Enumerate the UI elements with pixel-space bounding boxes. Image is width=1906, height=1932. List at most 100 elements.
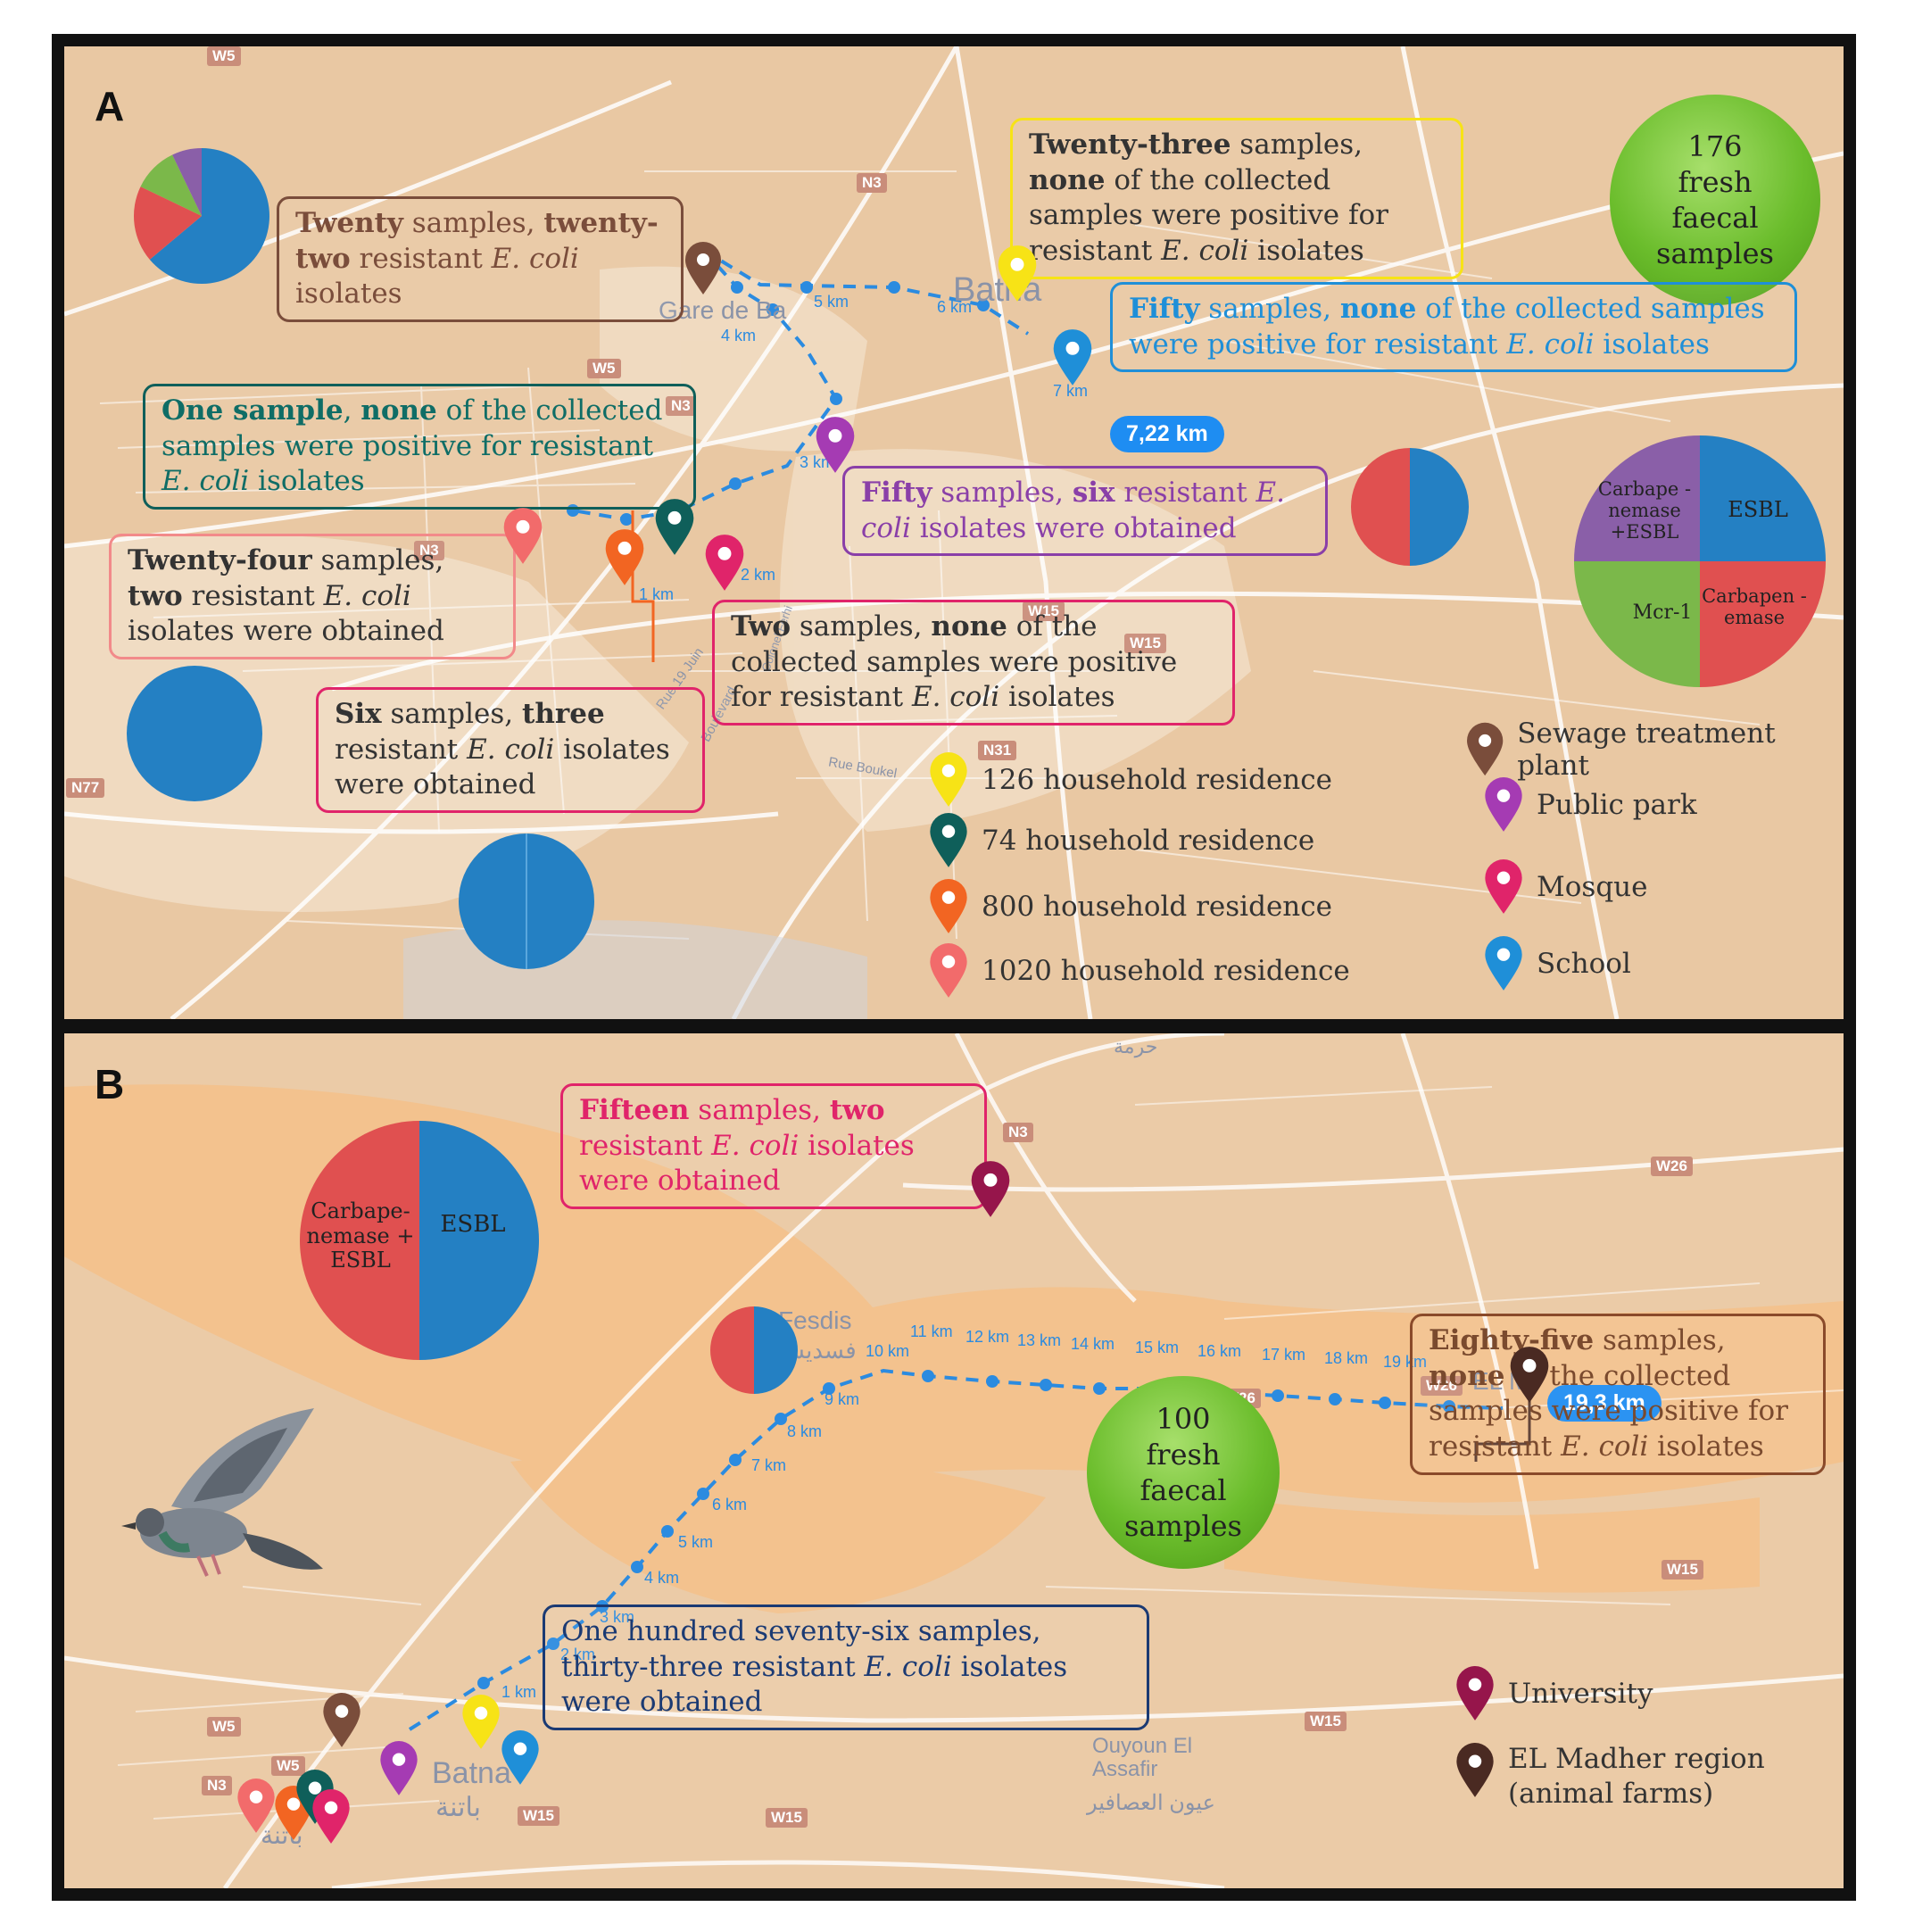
orange-pin-icon: [930, 879, 967, 933]
road-badge: W15: [1662, 1560, 1703, 1580]
pie-legend-label-cp-esbl: Carbape -nemase +ESBL: [1597, 478, 1692, 543]
km-mark: 4 km: [721, 327, 757, 344]
teal-pin-icon: [930, 813, 967, 867]
callout-el-madher: Eighty-five samples, none of the collect…: [1410, 1314, 1826, 1475]
legend-item-el-madher: EL Madher region (animal farms): [1454, 1742, 1776, 1812]
pie-household-800: [459, 833, 594, 969]
university-legend-pin-icon: [1456, 1666, 1494, 1721]
panel-a-basemap: [64, 46, 1844, 1019]
pigeon-image: [121, 1408, 323, 1577]
pie-public-park: [1351, 448, 1469, 566]
total-word: faecal: [1139, 1473, 1227, 1507]
road-badge: N3: [666, 396, 696, 416]
pie-legend-label-carb: Carbapen -emase: [1702, 585, 1807, 629]
road-badge: W15: [766, 1808, 808, 1828]
mosque-pin-icon[interactable]: [311, 1788, 352, 1845]
km-mark: 1 km: [639, 585, 675, 603]
km-mark: 1 km: [501, 1683, 537, 1701]
household-1020-pin-icon[interactable]: [501, 507, 544, 566]
legend-label: Mosque: [1537, 871, 1648, 903]
pie-legend-label-esbl: ESBL: [1728, 497, 1788, 522]
place-label: عيون العصافير: [1087, 1791, 1215, 1815]
brown-pin-icon: [1467, 722, 1504, 776]
panel-a-label: A: [95, 83, 125, 129]
total-word: fresh: [1678, 165, 1753, 199]
household-74-pin-icon[interactable]: [653, 498, 696, 557]
legend-item-household-126: 126 household residence: [928, 751, 1332, 808]
panel-a-map: A N3 W5 N3 N3 W15 W15 N31 N77 W5 5 km 4 …: [64, 46, 1844, 1019]
callout-household-74: One sample, none of the collected sample…: [143, 384, 696, 510]
callout-household-1020: Twenty-four samples, two resistant E. co…: [109, 534, 516, 660]
km-mark: 15 km: [1135, 1339, 1180, 1356]
km-mark: 18 km: [1324, 1349, 1369, 1367]
legend-item-sewage-plant: Sewage treatment plant: [1465, 717, 1844, 782]
sewage-plant-pin-icon[interactable]: [321, 1692, 362, 1749]
km-mark: 12 km: [965, 1328, 1010, 1346]
public-park-pin-icon[interactable]: [814, 416, 857, 475]
distance-badge: 7,22 km: [1110, 416, 1224, 452]
km-mark: 2 km: [560, 1646, 596, 1663]
legend-label: EL Madher region (animal farms): [1508, 1743, 1765, 1810]
road-badge: W5: [207, 1717, 241, 1737]
km-mark: 5 km: [678, 1533, 714, 1551]
road-badge: W15: [1305, 1712, 1347, 1731]
callout-batna-total: One hundred seventy-six samples, thirty-…: [543, 1604, 1149, 1731]
purple-pin-icon: [1485, 777, 1522, 832]
legend-label: 1020 household residence: [982, 955, 1350, 987]
household-126-pin-icon[interactable]: [460, 1694, 501, 1751]
km-mark: 4 km: [644, 1569, 680, 1587]
callout-sewage-plant: Twenty samples, twenty-two resistant E. …: [277, 196, 684, 323]
legend-item-school: School: [1483, 935, 1631, 992]
road-badge: N3: [857, 173, 887, 193]
km-mark: 19 km: [1383, 1353, 1428, 1371]
sewage-plant-pin-icon[interactable]: [684, 241, 723, 296]
km-mark: 8 km: [787, 1422, 823, 1440]
road-badge: W26: [1651, 1157, 1693, 1176]
household-800-pin-icon[interactable]: [603, 528, 646, 587]
blue-pin-icon: [1485, 936, 1522, 991]
callout-university: Fifteen samples, two resistant E. coli i…: [560, 1083, 987, 1210]
road-badge: W15: [518, 1806, 559, 1826]
school-pin-icon[interactable]: [1051, 328, 1094, 387]
pie-legend-label-mcr: Mcr-1: [1632, 601, 1693, 624]
legend-label: Public park: [1537, 789, 1697, 821]
legend-label: 126 household residence: [982, 764, 1332, 796]
university-pin-icon[interactable]: [969, 1160, 1012, 1219]
el-madher-pin-icon[interactable]: [1508, 1346, 1551, 1405]
total-count: 176: [1687, 129, 1743, 163]
km-mark: 10 km: [866, 1342, 910, 1360]
callout-mosque: Two samples, none of the collected sampl…: [712, 600, 1235, 726]
household-74-pin-icon[interactable]: [294, 1769, 336, 1826]
legend-label: University: [1508, 1678, 1653, 1710]
pie-sewage: [133, 148, 269, 284]
legend-item-public-park: Public park: [1483, 776, 1697, 833]
total-samples-badge-a: 176 fresh faecal samples: [1610, 95, 1820, 305]
callout-school: Fifty samples, none of the collected sam…: [1110, 282, 1797, 373]
school-pin-icon[interactable]: [500, 1729, 541, 1787]
km-mark: 2 km: [741, 566, 776, 584]
total-word: samples: [1656, 236, 1774, 270]
km-mark: 6 km: [937, 298, 973, 316]
legend-item-household-74: 74 household residence: [928, 812, 1314, 869]
km-mark: 16 km: [1197, 1342, 1242, 1360]
total-word: fresh: [1146, 1438, 1221, 1472]
pie-legend: [1574, 435, 1826, 687]
place-label: Ouyoun El Assafir: [1092, 1734, 1193, 1782]
km-mark: 5 km: [814, 293, 849, 311]
road-badge: W15: [1124, 634, 1166, 653]
legend-label: School: [1537, 948, 1631, 980]
crimson-pin-icon: [1485, 859, 1522, 914]
legend-item-mosque: Mosque: [1483, 858, 1647, 916]
household-126-pin-icon[interactable]: [996, 245, 1039, 303]
mosque-pin-icon[interactable]: [703, 534, 746, 593]
household-1020-pin-icon[interactable]: [236, 1778, 277, 1835]
road-badge: N3: [414, 541, 444, 560]
road-badge: N31: [978, 741, 1017, 760]
road-badge: W26: [1421, 1376, 1463, 1396]
km-mark: 3 km: [600, 1608, 635, 1626]
road-badge: N77: [66, 778, 105, 798]
km-mark: 9 km: [825, 1390, 860, 1408]
public-park-pin-icon[interactable]: [378, 1740, 419, 1797]
pie-label-carbapenemase-esbl: Carbape-nemase + ESBL: [306, 1198, 415, 1273]
road-badge: W5: [207, 46, 241, 66]
